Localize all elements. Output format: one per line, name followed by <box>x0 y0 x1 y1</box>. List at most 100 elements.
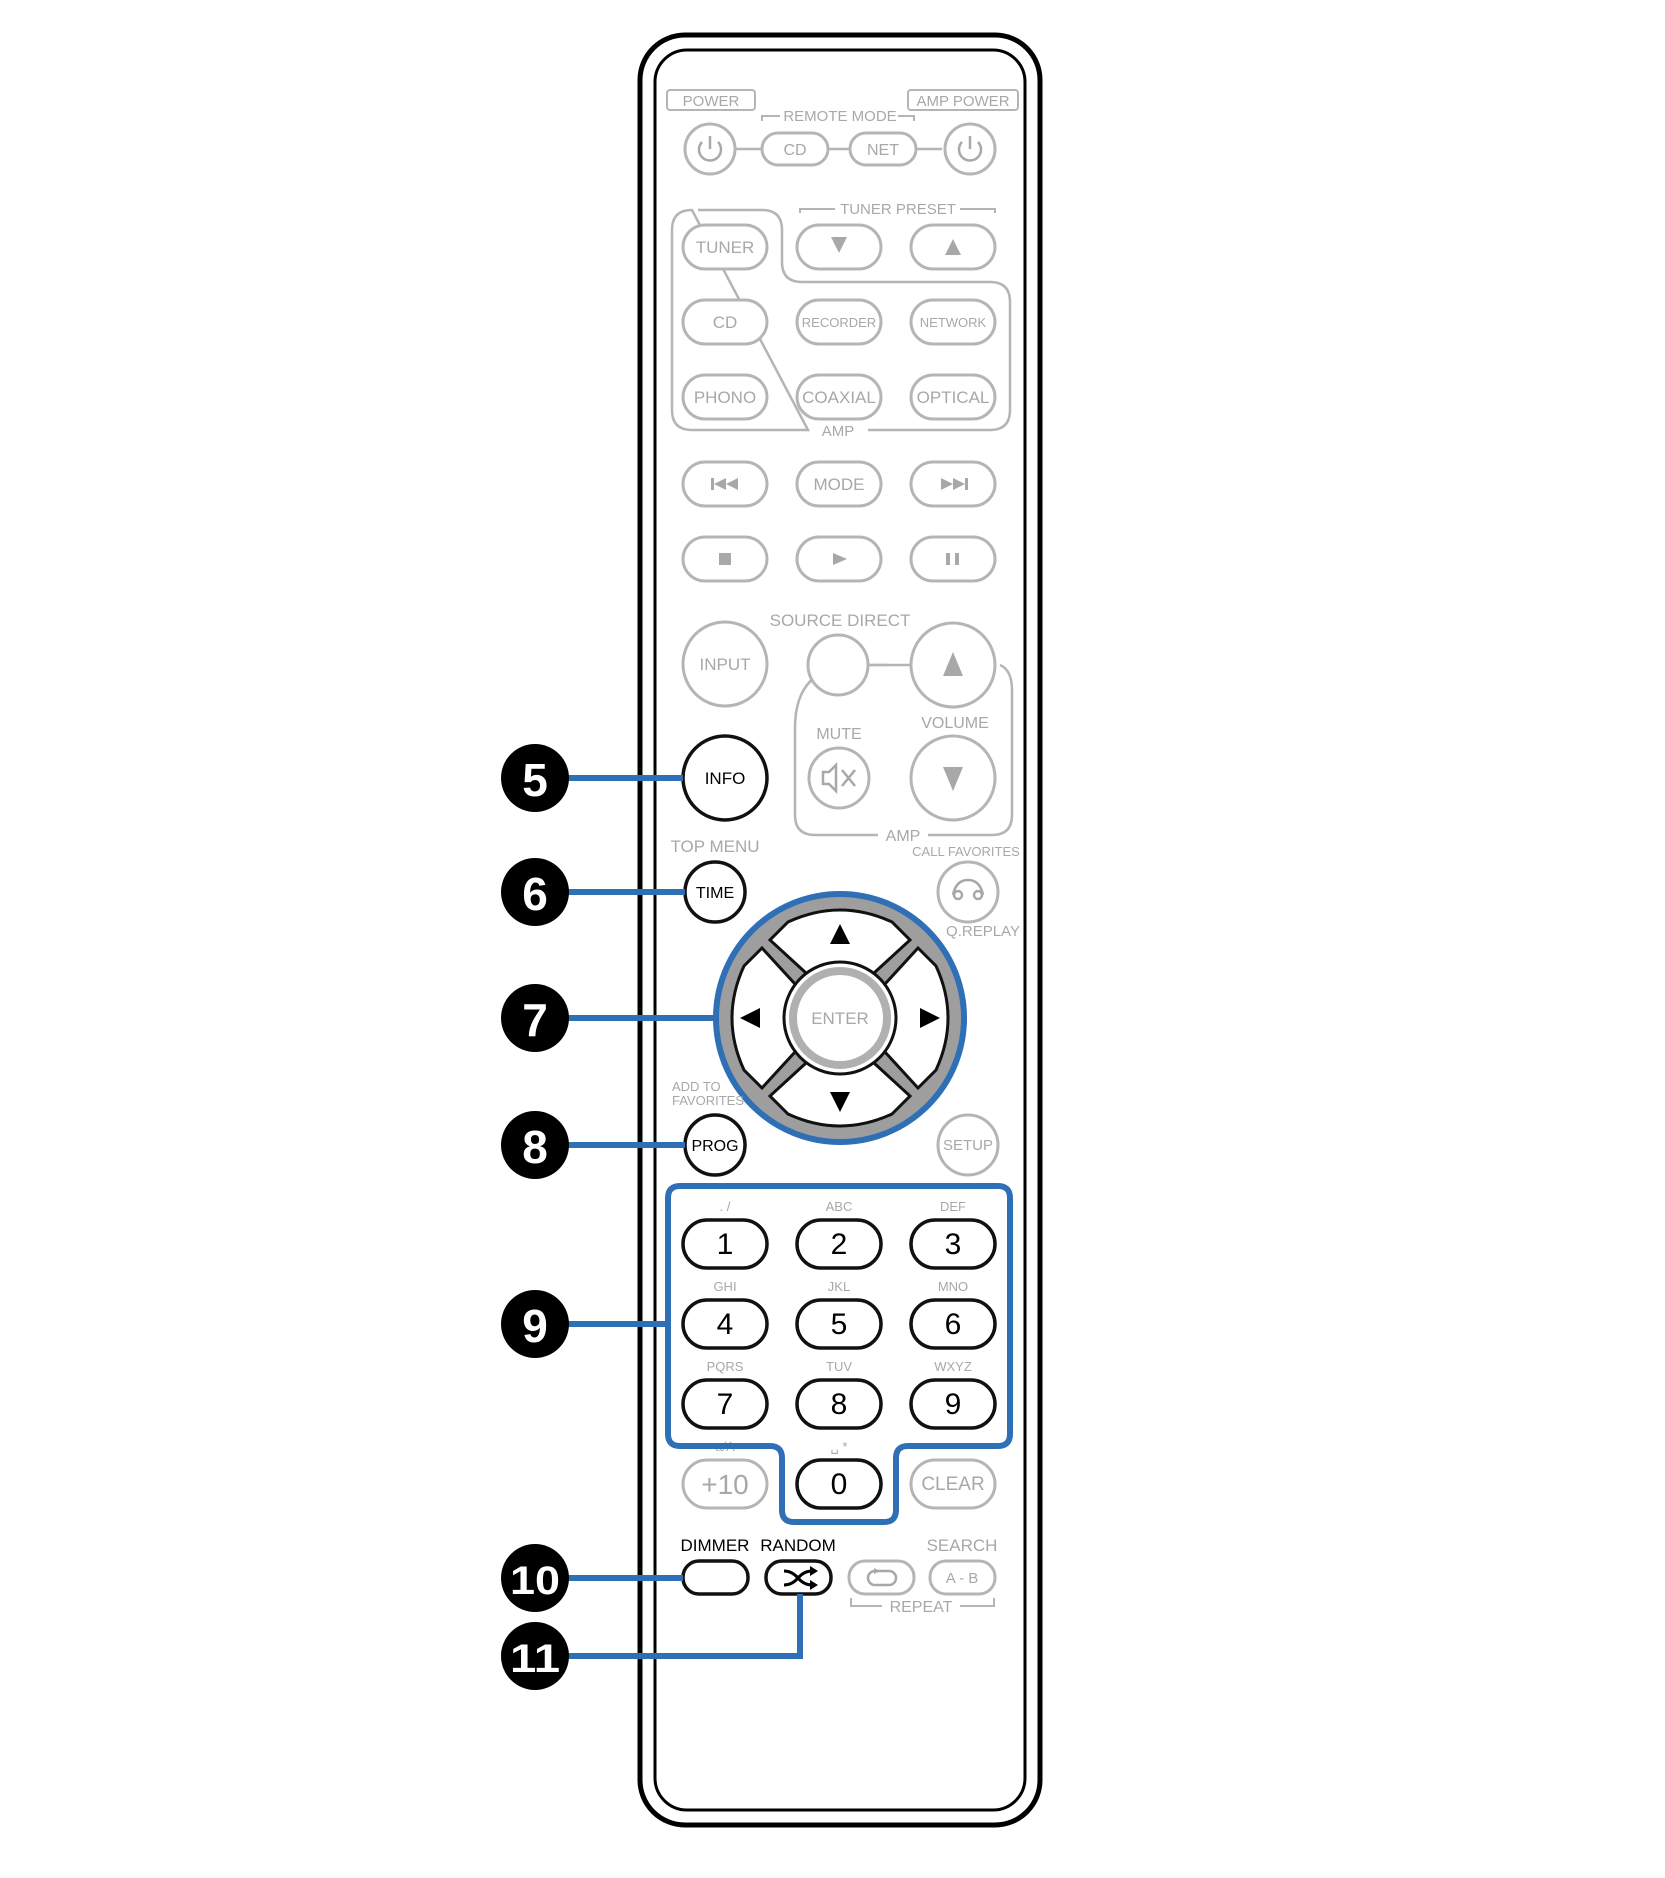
callout-5-number: 5 <box>522 754 548 806</box>
amp-power-label: AMP POWER <box>916 93 1009 110</box>
cursor-up-button[interactable] <box>767 908 913 986</box>
callout-11: 11 <box>501 1622 569 1690</box>
key-1-button[interactable]: 1 <box>681 1218 769 1270</box>
net-mode-button[interactable]: NET <box>848 131 918 167</box>
plus10-label: +10 <box>701 1469 749 1500</box>
numpad: . / 1 ABC 2 DEF 3 GHI 4 JKL 5 MNO 6 <box>681 1199 997 1510</box>
mode-button[interactable]: MODE <box>795 460 883 508</box>
setup-button[interactable]: SETUP <box>936 1113 1000 1177</box>
favorites-label: FAVORITES <box>672 1093 744 1108</box>
repeat-bracket <box>850 1598 995 1607</box>
key-4-letters: GHI <box>713 1279 736 1294</box>
callout-6-number: 6 <box>522 868 548 920</box>
callout-9: 9 <box>501 1290 569 1358</box>
dimmer-label: DIMMER <box>681 1536 750 1555</box>
input-button[interactable]: INPUT <box>681 620 769 708</box>
call-favorites-label: CALL FAVORITES <box>912 844 1020 859</box>
mute-button[interactable] <box>807 746 871 810</box>
coaxial-button[interactable]: COAXIAL <box>795 373 883 421</box>
optical-label: OPTICAL <box>917 388 990 407</box>
tuner-preset-up-button[interactable] <box>909 223 997 271</box>
key-8-digit: 8 <box>831 1388 848 1421</box>
callout-11-number: 11 <box>510 1637 560 1681</box>
key-2-button[interactable]: 2 <box>795 1218 883 1270</box>
zero-sub-label: ␣ * <box>831 1439 848 1454</box>
clear-button[interactable]: CLEAR <box>909 1458 997 1510</box>
top-menu-label: TOP MENU <box>670 837 759 856</box>
key-9-digit: 9 <box>945 1388 962 1421</box>
key-7-digit: 7 <box>717 1388 734 1421</box>
key-3-button[interactable]: 3 <box>909 1218 997 1270</box>
source-direct-label: SOURCE DIRECT <box>770 611 911 630</box>
search-label: SEARCH <box>927 1536 998 1555</box>
volume-label: VOLUME <box>921 715 989 732</box>
key-6-digit: 6 <box>945 1308 962 1341</box>
next-button[interactable] <box>909 460 997 508</box>
amp-source-outline <box>670 208 1012 432</box>
enter-button[interactable]: ENTER <box>782 960 898 1076</box>
key-2-letters: ABC <box>826 1199 853 1214</box>
stop-button[interactable] <box>681 535 769 583</box>
repeat-label: REPEAT <box>890 1599 953 1616</box>
info-label: INFO <box>705 769 746 788</box>
arrow-left-icon <box>740 1008 760 1028</box>
info-button[interactable]: INFO <box>681 734 769 822</box>
key-9-button[interactable]: 9 <box>909 1378 997 1430</box>
tuner-preset-label: TUNER PRESET <box>840 201 956 218</box>
mute-speaker-icon <box>821 761 856 795</box>
clear-label: CLEAR <box>921 1474 984 1495</box>
key-7-button[interactable]: 7 <box>681 1378 769 1430</box>
replay-icon <box>951 878 985 901</box>
volume-amp-label: AMP <box>886 828 921 845</box>
remote-mode-label: REMOTE MODE <box>783 108 896 125</box>
callout-9-number: 9 <box>522 1300 548 1352</box>
key-5-button[interactable]: 5 <box>795 1298 883 1350</box>
callout-8-number: 8 <box>522 1121 548 1173</box>
mode-label: MODE <box>814 475 865 494</box>
key-3-digit: 3 <box>945 1228 962 1261</box>
dimmer-button[interactable] <box>681 1559 750 1596</box>
cd-mode-button[interactable]: CD <box>760 131 830 167</box>
cursor-right-button[interactable] <box>872 945 950 1091</box>
random-button[interactable] <box>764 1559 833 1596</box>
volume-up-button[interactable] <box>909 621 997 709</box>
key-6-button[interactable]: 6 <box>909 1298 997 1350</box>
optical-button[interactable]: OPTICAL <box>909 373 997 421</box>
numpad-highlight <box>665 1183 1013 1525</box>
amp-power-button[interactable] <box>943 122 997 176</box>
power-button[interactable] <box>683 122 737 176</box>
source-direct-button[interactable] <box>806 633 870 697</box>
remote-body-inner <box>653 48 1027 1812</box>
skip-forward-icon <box>941 478 968 490</box>
network-label: NETWORK <box>920 315 987 330</box>
callout-10: 10 <box>501 1544 569 1612</box>
recorder-button[interactable]: RECORDER <box>795 298 883 346</box>
triangle-down-icon <box>831 237 847 253</box>
pause-button[interactable] <box>909 535 997 583</box>
mute-label: MUTE <box>816 726 861 743</box>
tuner-button[interactable]: TUNER <box>681 223 769 271</box>
key-4-button[interactable]: 4 <box>681 1298 769 1350</box>
callout-8: 8 <box>501 1111 569 1179</box>
tuner-preset-down-button[interactable] <box>795 223 883 271</box>
prog-button[interactable]: PROG <box>683 1113 747 1177</box>
previous-button[interactable] <box>681 460 769 508</box>
repeat-button[interactable] <box>847 1559 916 1596</box>
key-0-button[interactable]: 0 <box>795 1458 883 1510</box>
network-button[interactable]: NETWORK <box>909 298 997 346</box>
volume-up-icon <box>943 652 963 676</box>
plus10-button[interactable]: +10 <box>681 1458 769 1510</box>
stop-icon <box>719 553 731 565</box>
key-3-letters: DEF <box>940 1199 966 1214</box>
phono-button[interactable]: PHONO <box>681 373 769 421</box>
shuffle-icon <box>783 1569 813 1587</box>
time-button[interactable]: TIME <box>683 860 747 924</box>
add-to-label: ADD TO <box>672 1079 721 1094</box>
call-favorites-button[interactable] <box>936 860 1000 924</box>
cd-source-label: CD <box>713 313 738 332</box>
play-button[interactable] <box>795 535 883 583</box>
volume-down-button[interactable] <box>909 734 997 822</box>
key-8-button[interactable]: 8 <box>795 1378 883 1430</box>
cd-source-button[interactable]: CD <box>681 298 769 346</box>
ab-repeat-button[interactable]: A - B <box>928 1559 997 1596</box>
